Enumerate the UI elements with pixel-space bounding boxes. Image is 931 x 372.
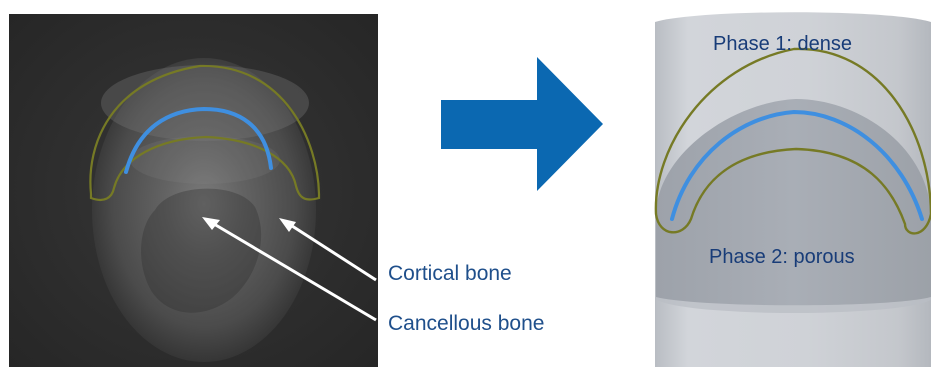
ct-scan-panel <box>9 14 378 367</box>
label-cortical-bone: Cortical bone <box>388 262 512 286</box>
label-phase-2-porous: Phase 2: porous <box>709 246 855 269</box>
blue-right-arrow-icon <box>441 57 603 191</box>
transform-arrow <box>441 57 603 191</box>
bone-highlight <box>130 136 280 184</box>
label-phase-1-dense: Phase 1: dense <box>713 33 852 56</box>
phase-model-panel <box>655 12 931 367</box>
cortical-shell-shade <box>101 65 309 141</box>
label-cancellous-bone: Cancellous bone <box>388 312 544 336</box>
